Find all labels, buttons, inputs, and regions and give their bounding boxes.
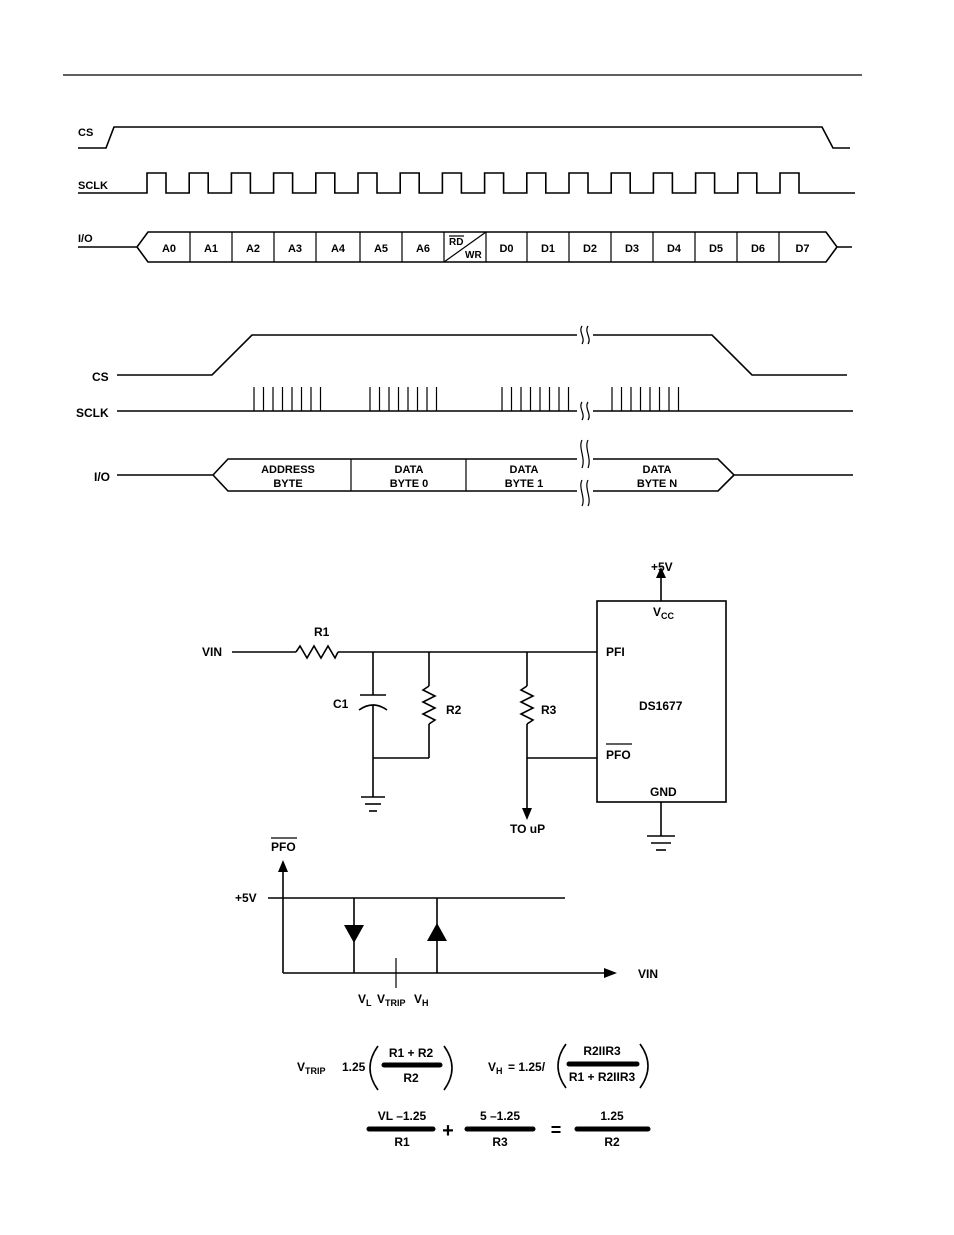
data-byte1-line2: BYTE 1	[505, 478, 544, 490]
wr-label: WR	[465, 250, 482, 261]
io-cell-d2: D2	[583, 243, 597, 255]
timing-diagram-single-byte: CS SCLK I/O A0 A1 A2 A3 A4 A5 A6 D0 D1 D2 D3 D4 D5 D6…	[78, 127, 855, 262]
data-byte0-line1: DATA	[395, 464, 424, 476]
io-cell-a1: A1	[204, 243, 218, 255]
timing-diagram-burst: CS SCLK I/O ADDRESS BYTE DATA BYTE 0 DAT…	[76, 326, 853, 506]
vtrip-label: VTRIP	[377, 992, 406, 1008]
rd-label: RD	[449, 237, 463, 248]
io-cell-a2: A2	[246, 243, 260, 255]
r3-label: R3	[541, 703, 557, 717]
falling-arrow-icon	[344, 925, 364, 943]
cs-waveform-2	[117, 335, 847, 375]
rising-arrow-icon	[427, 923, 447, 941]
vin-label: VIN	[202, 645, 222, 659]
io-label-2: I/O	[94, 470, 110, 484]
r2-label: R2	[446, 703, 462, 717]
eq4-denominator: R3	[492, 1135, 508, 1149]
hysteresis-diagram: PFO +5V VIN VL VTRIP VH	[235, 838, 658, 1008]
r2-resistor	[423, 686, 435, 724]
arrow-up-icon	[278, 860, 288, 872]
time-break-marks	[577, 326, 593, 506]
io-cell-d5: D5	[709, 243, 723, 255]
data-byte1-line1: DATA	[510, 464, 539, 476]
vcc-label: VCC	[653, 605, 675, 621]
io-cell-a4: A4	[331, 243, 346, 255]
io-bus-outline-2	[117, 459, 853, 491]
eq1-numerator: R1 + R2	[389, 1046, 434, 1060]
eq3-numerator: VL –1.25	[378, 1109, 427, 1123]
io-cell-a3: A3	[288, 243, 302, 255]
threshold-equations: VTRIP 1.25 R1 + R2 R2 VH = 1.25/ R2IIR3 …	[297, 1044, 648, 1149]
data-byte0-line2: BYTE 0	[390, 478, 429, 490]
left-paren	[370, 1046, 378, 1090]
c1-label: C1	[333, 697, 349, 711]
eq5-denominator: R2	[604, 1135, 620, 1149]
cs-label-2: CS	[92, 370, 109, 384]
to-up-label: TO uP	[510, 822, 545, 836]
io-cell-d0: D0	[499, 243, 513, 255]
eq-vh-coef: = 1.25/	[508, 1060, 546, 1074]
r1-label: R1	[314, 625, 330, 639]
eq-vh-label: VH	[488, 1060, 503, 1076]
data-byten-line1: DATA	[643, 464, 672, 476]
sclk-waveform	[78, 173, 855, 193]
plus5v-label: +5V	[235, 891, 257, 905]
sclk-bursts	[254, 387, 679, 411]
arrow-down-icon	[522, 808, 532, 820]
pfi-divider-schematic: VIN R1 C1 R2 R3 TO uP	[202, 560, 726, 850]
eq2-numerator: R2IIR3	[583, 1044, 621, 1058]
right-paren	[444, 1046, 452, 1090]
pfo-axis-label: PFO	[271, 840, 296, 854]
r1-resistor	[296, 646, 338, 658]
io-cell-a5: A5	[374, 243, 388, 255]
plus-sign: +	[442, 1120, 454, 1142]
address-byte-line1: ADDRESS	[261, 464, 315, 476]
io-cell-d4: D4	[667, 243, 682, 255]
eq4-numerator: 5 –1.25	[480, 1109, 520, 1123]
supply-label: +5V	[651, 560, 673, 574]
io-cell-a0: A0	[162, 243, 176, 255]
address-byte-line2: BYTE	[273, 478, 302, 490]
eq-coef: 1.25	[342, 1060, 366, 1074]
io-cell-a6: A6	[416, 243, 430, 255]
eq5-numerator: 1.25	[600, 1109, 624, 1123]
ground-icon	[647, 836, 675, 850]
pfo-label: PFO	[606, 748, 631, 762]
data-byten-line2: BYTE N	[637, 478, 677, 490]
eq2-denominator: R1 + R2IIR3	[569, 1070, 636, 1084]
eq-vtrip-label: VTRIP	[297, 1060, 326, 1076]
vl-label: VL	[358, 992, 372, 1008]
eq3-denominator: R1	[394, 1135, 410, 1149]
left-paren	[558, 1044, 566, 1088]
chip-name: DS1677	[639, 699, 683, 713]
io-cell-d1: D1	[541, 243, 555, 255]
io-cells: A0 A1 A2 A3 A4 A5 A6 D0 D1 D2 D3 D4 D5 D6 D7	[162, 232, 810, 262]
right-paren	[640, 1044, 648, 1088]
io-cell-d3: D3	[625, 243, 639, 255]
vh-label: VH	[414, 992, 429, 1008]
equals-sign: =	[551, 1120, 562, 1140]
sclk-label-2: SCLK	[76, 406, 109, 420]
gnd-label: GND	[650, 785, 677, 799]
io-cell-d6: D6	[751, 243, 765, 255]
arrow-right-icon	[604, 968, 617, 978]
vin-axis-label: VIN	[638, 967, 658, 981]
io-label: I/O	[78, 233, 93, 245]
eq1-denominator: R2	[403, 1071, 419, 1085]
cs-waveform	[78, 127, 850, 148]
pfi-label: PFI	[606, 645, 625, 659]
sclk-label: SCLK	[78, 180, 108, 192]
r3-resistor	[521, 686, 533, 724]
ground-icon	[361, 797, 385, 811]
cs-label: CS	[78, 127, 93, 139]
io-cell-d7: D7	[795, 243, 809, 255]
